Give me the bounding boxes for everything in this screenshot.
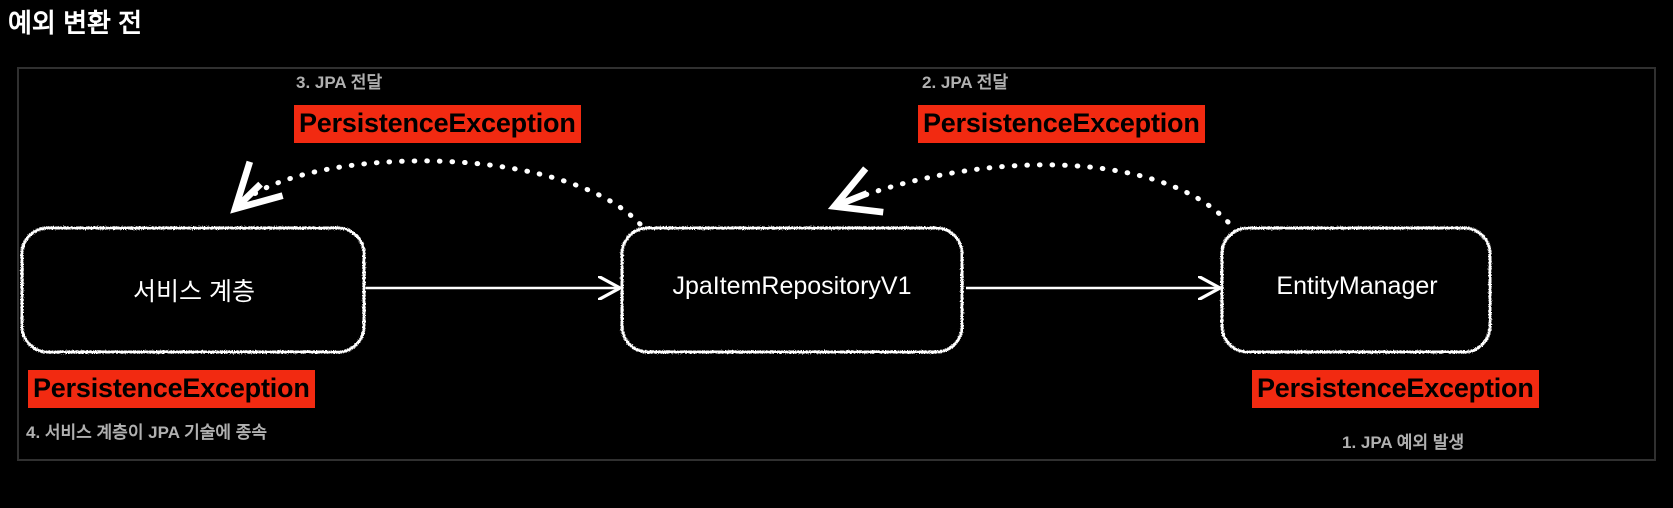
exception-chip-2: PersistenceException (918, 105, 1205, 143)
exception-chip-4: PersistenceException (28, 370, 315, 408)
node-label-service: 서비스 계층 (133, 278, 255, 306)
step-caption-2: 2. JPA 전달 (922, 73, 1009, 92)
exception-chip-1: PersistenceException (1252, 370, 1539, 408)
step-caption-3: 3. JPA 전달 (296, 73, 383, 92)
exception-chip-3: PersistenceException (294, 105, 581, 143)
page-title: 예외 변환 전 (8, 8, 143, 38)
step-caption-4: 4. 서비스 계층이 JPA 기술에 종속 (26, 423, 268, 442)
step-caption-1: 1. JPA 예외 발생 (1342, 433, 1465, 452)
node-label-entity-manager: EntityManager (1276, 272, 1438, 300)
node-label-repository: JpaItemRepositoryV1 (672, 272, 912, 300)
